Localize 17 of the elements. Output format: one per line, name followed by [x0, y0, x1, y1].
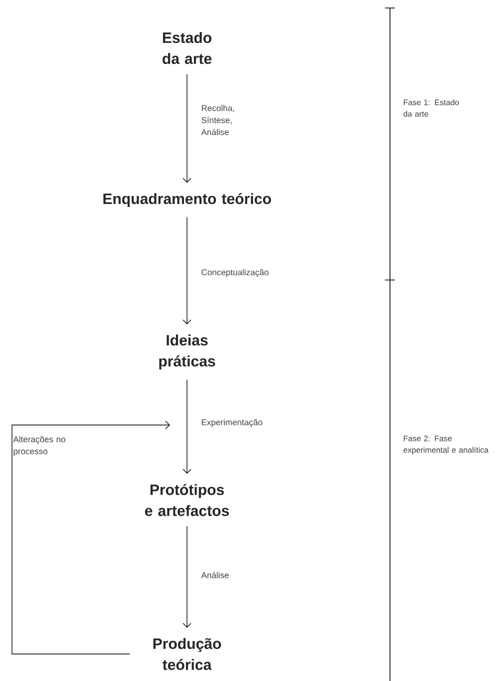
step-title: Ideias práticas	[159, 334, 216, 370]
arrow	[182, 319, 192, 324]
edge-label: Conceptualização	[202, 269, 268, 277]
edge-label: Análise	[201, 572, 229, 578]
phase-label: Fase 1: Estado da arte	[404, 99, 459, 117]
arrow	[182, 468, 192, 474]
edge-label: Experimentação	[202, 419, 262, 427]
arrow	[182, 178, 192, 183]
edge-label: Alterações no processo	[13, 436, 66, 456]
step-title: Produção teórica	[153, 638, 221, 670]
step-title: Enquadramento teórico	[103, 192, 271, 208]
phase-label: Fase 2: Fase experimental e analítica	[404, 436, 489, 454]
step-title: Protótipos e artefactos	[145, 484, 229, 516]
edge-label: Recolha, Síntese, Análise	[201, 104, 234, 136]
arrow	[12, 420, 170, 654]
step-title: Estado da arte	[162, 32, 212, 64]
arrow	[182, 622, 192, 628]
